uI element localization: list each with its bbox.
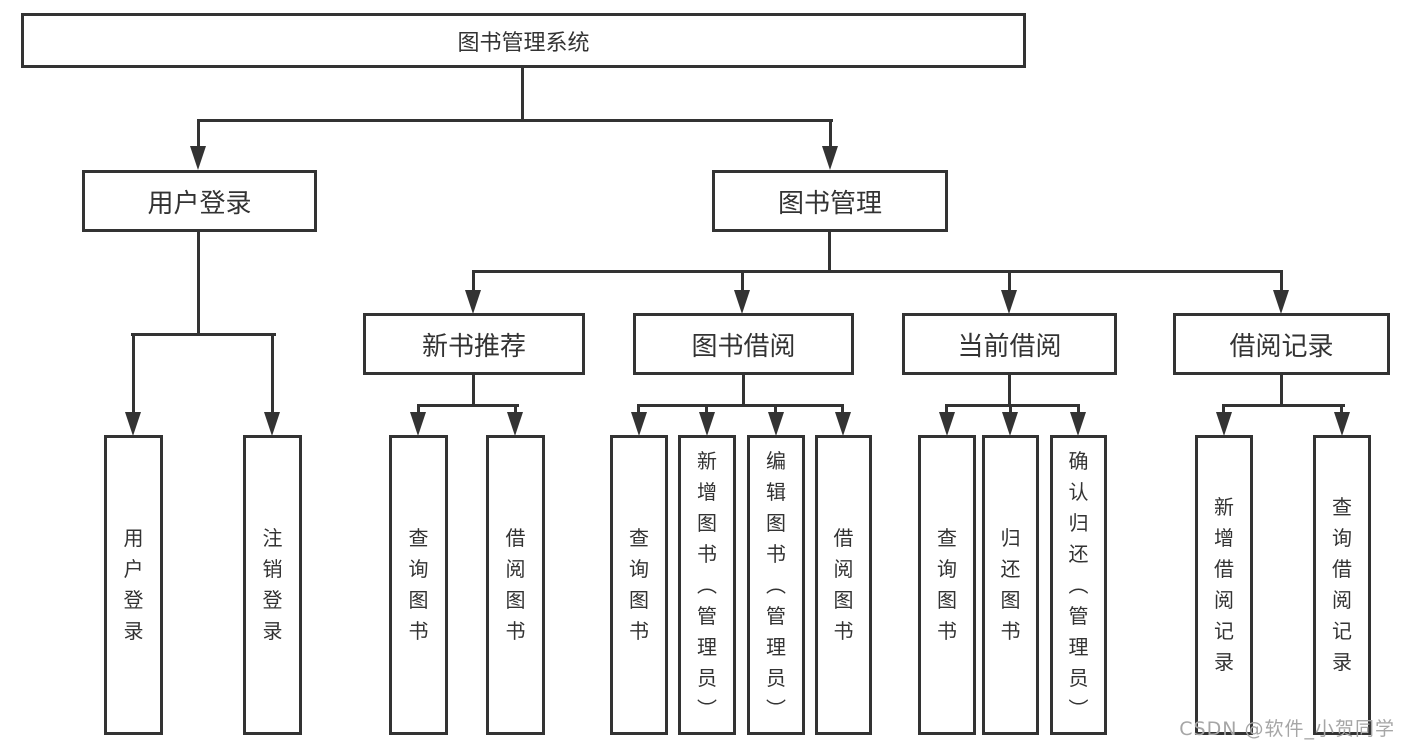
leaf-edit-books-admin: 编 辑 图 书 ︵ 管 理 员 ︶ (747, 435, 805, 735)
leaf-label: 确 认 归 还 ︵ 管 理 员 ︶ (1068, 448, 1089, 721)
connector-rail (131, 333, 276, 336)
connector-level2-rail (197, 119, 833, 122)
connector-stem (829, 119, 832, 148)
node-label: 新书推荐 (421, 331, 526, 362)
connector-stem (945, 404, 948, 414)
node-label: 图书管理系统 (457, 30, 590, 56)
leaf-label: 查 询 图 书 (408, 526, 429, 643)
arrow-down-icon (1216, 412, 1232, 436)
leaf-user-login: 用 户 登 录 (104, 435, 163, 735)
connector-stem (1077, 404, 1080, 414)
connector-level3-rail (472, 270, 1283, 273)
arrow-down-icon (125, 412, 141, 436)
node-label: 图书管理 (777, 188, 882, 219)
leaf-confirm-return-admin: 确 认 归 还 ︵ 管 理 员 ︶ (1050, 435, 1107, 735)
connector-stem (1280, 375, 1283, 407)
connector-stem (417, 404, 420, 414)
watermark: CSDN @软件_小贺同学 (1179, 718, 1395, 740)
connector-stem (271, 333, 274, 414)
node-book-management: 图书管理 (712, 170, 948, 232)
connector-stem (1340, 404, 1343, 414)
leaf-label: 编 辑 图 书 ︵ 管 理 员 ︶ (766, 448, 786, 721)
leaf-borrow-books-1: 借 阅 图 书 (486, 435, 545, 735)
connector-stem (705, 404, 708, 414)
arrow-down-icon (939, 412, 955, 436)
connector-stem (1008, 375, 1011, 407)
connector-stem (841, 404, 844, 414)
leaf-label: 新 增 图 书 ︵ 管 理 员 ︶ (697, 448, 717, 721)
leaf-label: 借 阅 图 书 (833, 526, 854, 643)
connector-rail (637, 404, 844, 407)
arrow-down-icon (507, 412, 523, 436)
leaf-label: 归 还 图 书 (1000, 526, 1021, 643)
node-root-library-system: 图书管理系统 (21, 13, 1026, 68)
leaf-label: 注 销 登 录 (262, 526, 283, 643)
node-book-borrowing: 图书借阅 (633, 313, 854, 375)
arrow-down-icon (768, 412, 784, 436)
node-label: 用户登录 (147, 188, 252, 219)
connector-rail (417, 404, 519, 407)
arrow-down-icon (835, 412, 851, 436)
leaf-query-books-1: 查 询 图 书 (389, 435, 448, 735)
connector-stem (472, 375, 475, 407)
leaf-query-books-2: 查 询 图 书 (610, 435, 668, 735)
arrow-down-icon (1002, 412, 1018, 436)
arrow-down-icon (1070, 412, 1086, 436)
connector-rail (945, 404, 1080, 407)
connector-stem (1008, 270, 1011, 292)
leaf-borrow-books-2: 借 阅 图 书 (815, 435, 872, 735)
connector-stem (197, 119, 200, 148)
leaf-add-borrow-record: 新 增 借 阅 记 录 (1195, 435, 1253, 735)
connector-stem (828, 232, 831, 272)
leaf-add-books-admin: 新 增 图 书 ︵ 管 理 员 ︶ (678, 435, 736, 735)
leaf-query-books-3: 查 询 图 书 (918, 435, 976, 735)
leaf-label: 新 增 借 阅 记 录 (1214, 495, 1234, 674)
leaf-label: 借 阅 图 书 (505, 526, 526, 643)
connector-stem (742, 375, 745, 407)
connector-rail (1222, 404, 1345, 407)
node-label: 借阅记录 (1229, 331, 1334, 362)
node-new-book-recommend: 新书推荐 (363, 313, 585, 375)
connector-stem (1009, 404, 1012, 414)
connector-stem (741, 270, 744, 292)
connector-stem (1280, 270, 1283, 292)
arrow-down-icon (822, 146, 838, 170)
arrow-down-icon (1334, 412, 1350, 436)
leaf-label: 查 询 图 书 (937, 526, 957, 643)
connector-stem (132, 333, 135, 414)
leaf-label: 查 询 借 阅 记 录 (1332, 495, 1352, 674)
leaf-label: 用 户 登 录 (123, 526, 144, 643)
connector-root-stem (521, 68, 524, 122)
connector-stem (637, 404, 640, 414)
node-user-login: 用户登录 (82, 170, 317, 232)
arrow-down-icon (410, 412, 426, 436)
arrow-down-icon (190, 146, 206, 170)
arrow-down-icon (631, 412, 647, 436)
leaf-logout: 注 销 登 录 (243, 435, 302, 735)
arrow-down-icon (465, 290, 481, 314)
connector-stem (197, 232, 200, 336)
connector-stem (1222, 404, 1225, 414)
leaf-label: 查 询 图 书 (629, 526, 649, 643)
arrow-down-icon (699, 412, 715, 436)
arrow-down-icon (734, 290, 750, 314)
node-label: 当前借阅 (957, 331, 1062, 362)
connector-stem (774, 404, 777, 414)
node-current-borrowing: 当前借阅 (902, 313, 1117, 375)
leaf-query-borrow-record: 查 询 借 阅 记 录 (1313, 435, 1371, 735)
arrow-down-icon (1273, 290, 1289, 314)
leaf-return-books: 归 还 图 书 (982, 435, 1039, 735)
arrow-down-icon (1001, 290, 1017, 314)
connector-stem (514, 404, 517, 414)
node-borrowing-records: 借阅记录 (1173, 313, 1390, 375)
connector-stem (472, 270, 475, 292)
node-label: 图书借阅 (691, 331, 796, 362)
arrow-down-icon (264, 412, 280, 436)
